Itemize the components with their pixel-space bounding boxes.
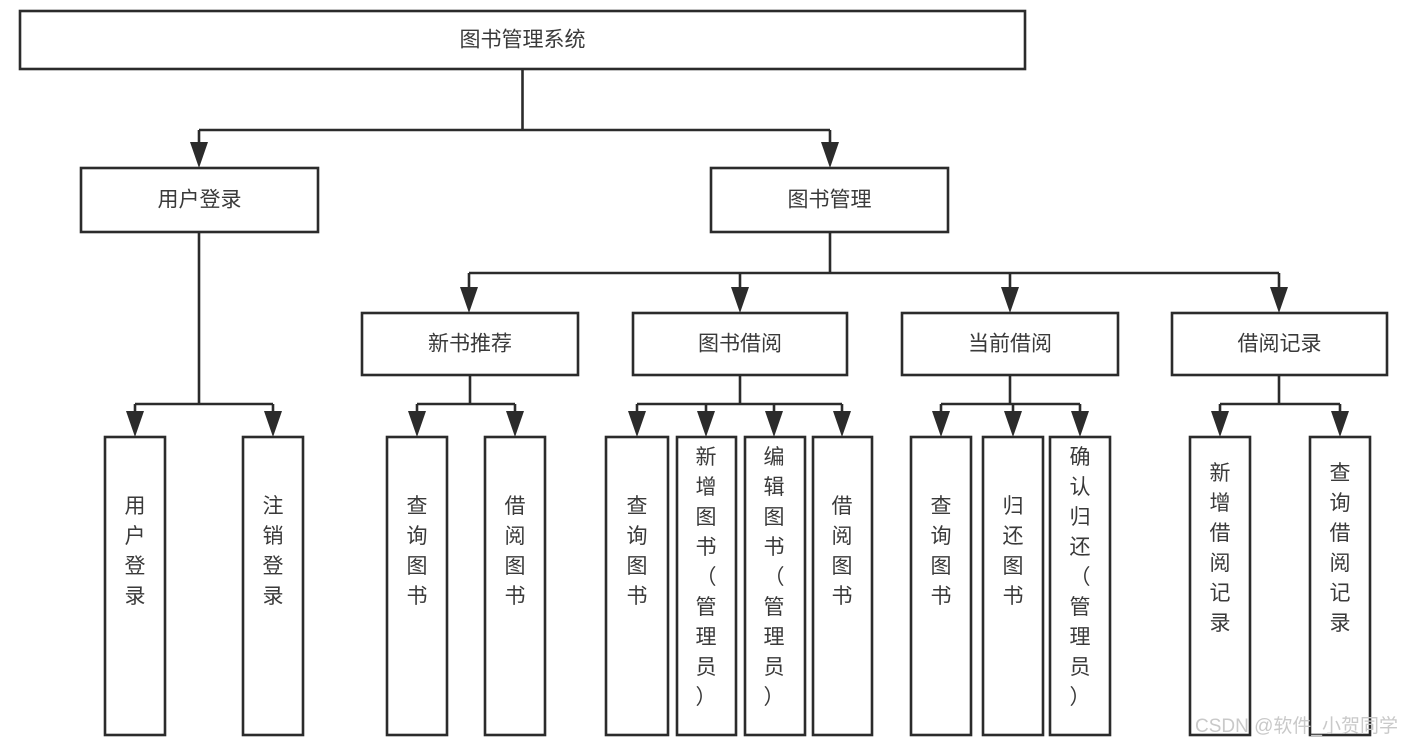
node-leaf-add-book-admin-box[interactable] [675,435,738,737]
arrow-head-leaf-return-book [1004,411,1022,437]
node-leaf-user-login-box[interactable] [103,435,167,737]
arrow-head-leaf-query-borrow-record [1331,411,1349,437]
node-leaf-query-book-current-label: 查询图书 [931,495,952,608]
arrow-head-leaf-user-login [126,411,144,437]
node-leaf-user-logout-label: 注销登录 [263,495,284,608]
arrow-head-leaf-borrow-book [833,411,851,437]
arrow-head-leaf-add-book-admin [697,411,715,437]
connector-group-borrow-record-to-leaves [1211,375,1349,437]
node-user-login[interactable]: 用户登录 [79,166,320,234]
node-leaf-edit-book-admin-box[interactable] [743,435,807,737]
node-leaf-user-logout[interactable]: 注销登录 [241,435,305,737]
arrow-head-leaf-confirm-return-admin [1071,411,1089,437]
node-leaf-query-book-current-box[interactable] [909,435,973,737]
node-leaf-query-book-borrow-box[interactable] [604,435,670,737]
node-leaf-query-borrow-record-box[interactable] [1308,435,1372,737]
node-leaf-user-login-label: 用户登录 [125,495,146,608]
node-leaf-edit-book-admin[interactable]: 编辑图书（管理员） [743,435,807,737]
node-leaf-query-borrow-record[interactable]: 查询借阅记录 [1308,435,1372,737]
node-new-book-recommend-box[interactable] [360,311,580,377]
connector-group-book-management-to-level3 [460,232,1288,313]
connector-group-user-login-to-leaves [126,232,282,437]
connector-group-book-borrow-to-leaves [628,375,851,437]
node-leaf-borrow-book[interactable]: 借阅图书 [811,435,874,737]
connector-group-current-borrow-to-leaves [932,375,1089,437]
node-leaf-return-book-box[interactable] [981,435,1045,737]
node-leaf-query-book-recommend[interactable]: 查询图书 [385,435,449,737]
node-leaf-borrow-book-recommend-label: 借阅图书 [505,495,526,608]
node-borrow-record[interactable]: 借阅记录 [1170,311,1389,377]
node-leaf-borrow-book-box[interactable] [811,435,874,737]
node-leaf-confirm-return-admin-box[interactable] [1048,435,1112,737]
arrow-head-current-borrow [1001,287,1019,313]
node-leaf-add-borrow-record-box[interactable] [1188,435,1252,737]
node-book-management-box[interactable] [709,166,950,234]
csdn-watermark: CSDN @软件_小贺同学 [1195,715,1398,737]
node-book-borrow[interactable]: 图书借阅 [631,311,849,377]
node-root[interactable]: 图书管理系统 [18,9,1027,71]
node-root-label: 图书管理系统 [460,29,586,52]
arrow-head-leaf-query-book-borrow [628,411,646,437]
node-leaf-query-book-borrow-label: 查询图书 [627,495,648,608]
arrow-head-user-login [190,142,208,168]
node-book-borrow-box[interactable] [631,311,849,377]
node-leaf-query-book-borrow[interactable]: 查询图书 [604,435,670,737]
arrow-head-leaf-user-logout [264,411,282,437]
node-book-borrow-label: 图书借阅 [698,333,782,356]
arrow-head-leaf-query-book-recommend [408,411,426,437]
node-borrow-record-box[interactable] [1170,311,1389,377]
arrow-head-borrow-record [1270,287,1288,313]
node-leaf-query-book-recommend-box[interactable] [385,435,449,737]
node-user-login-box[interactable] [79,166,320,234]
arrow-head-leaf-edit-book-admin [765,411,783,437]
node-book-management[interactable]: 图书管理 [709,166,950,234]
node-root-box[interactable] [18,9,1027,71]
node-new-book-recommend-label: 新书推荐 [428,333,512,356]
node-leaf-confirm-return-admin[interactable]: 确认归还（管理员） [1048,435,1112,737]
node-leaf-add-book-admin-label: 新增图书（管理员） [696,446,717,709]
node-leaf-borrow-book-recommend-box[interactable] [483,435,547,737]
connector-group-new-book-recommend-to-leaves [408,375,524,437]
arrow-head-book-management [821,142,839,168]
node-new-book-recommend[interactable]: 新书推荐 [360,311,580,377]
arrow-head-leaf-query-book-current [932,411,950,437]
arrow-head-leaf-borrow-book-recommend [506,411,524,437]
node-leaf-add-book-admin[interactable]: 新增图书（管理员） [675,435,738,737]
node-book-management-label: 图书管理 [788,189,872,212]
arrow-head-leaf-add-borrow-record [1211,411,1229,437]
node-leaf-add-borrow-record-label: 新增借阅记录 [1210,462,1231,635]
arrow-head-book-borrow [731,287,749,313]
node-user-login-label: 用户登录 [158,189,242,212]
node-leaf-edit-book-admin-label: 编辑图书（管理员） [764,446,785,709]
connector-group-root-to-level2 [190,69,839,168]
node-leaf-user-login[interactable]: 用户登录 [103,435,167,737]
node-leaf-borrow-book-label: 借阅图书 [832,495,853,608]
node-borrow-record-label: 借阅记录 [1238,333,1322,356]
node-leaf-query-book-current[interactable]: 查询图书 [909,435,973,737]
arrow-head-new-book-recommend [460,287,478,313]
node-current-borrow[interactable]: 当前借阅 [900,311,1120,377]
node-leaf-confirm-return-admin-label: 确认归还（管理员） [1070,446,1091,709]
node-leaf-query-borrow-record-label: 查询借阅记录 [1330,462,1351,635]
node-leaf-return-book-label: 归还图书 [1003,495,1024,608]
node-leaf-add-borrow-record[interactable]: 新增借阅记录 [1188,435,1252,737]
node-current-borrow-label: 当前借阅 [968,333,1052,356]
node-leaf-query-book-recommend-label: 查询图书 [407,495,428,608]
node-leaf-return-book[interactable]: 归还图书 [981,435,1045,737]
node-leaf-user-logout-box[interactable] [241,435,305,737]
node-leaf-borrow-book-recommend[interactable]: 借阅图书 [483,435,547,737]
node-current-borrow-box[interactable] [900,311,1120,377]
